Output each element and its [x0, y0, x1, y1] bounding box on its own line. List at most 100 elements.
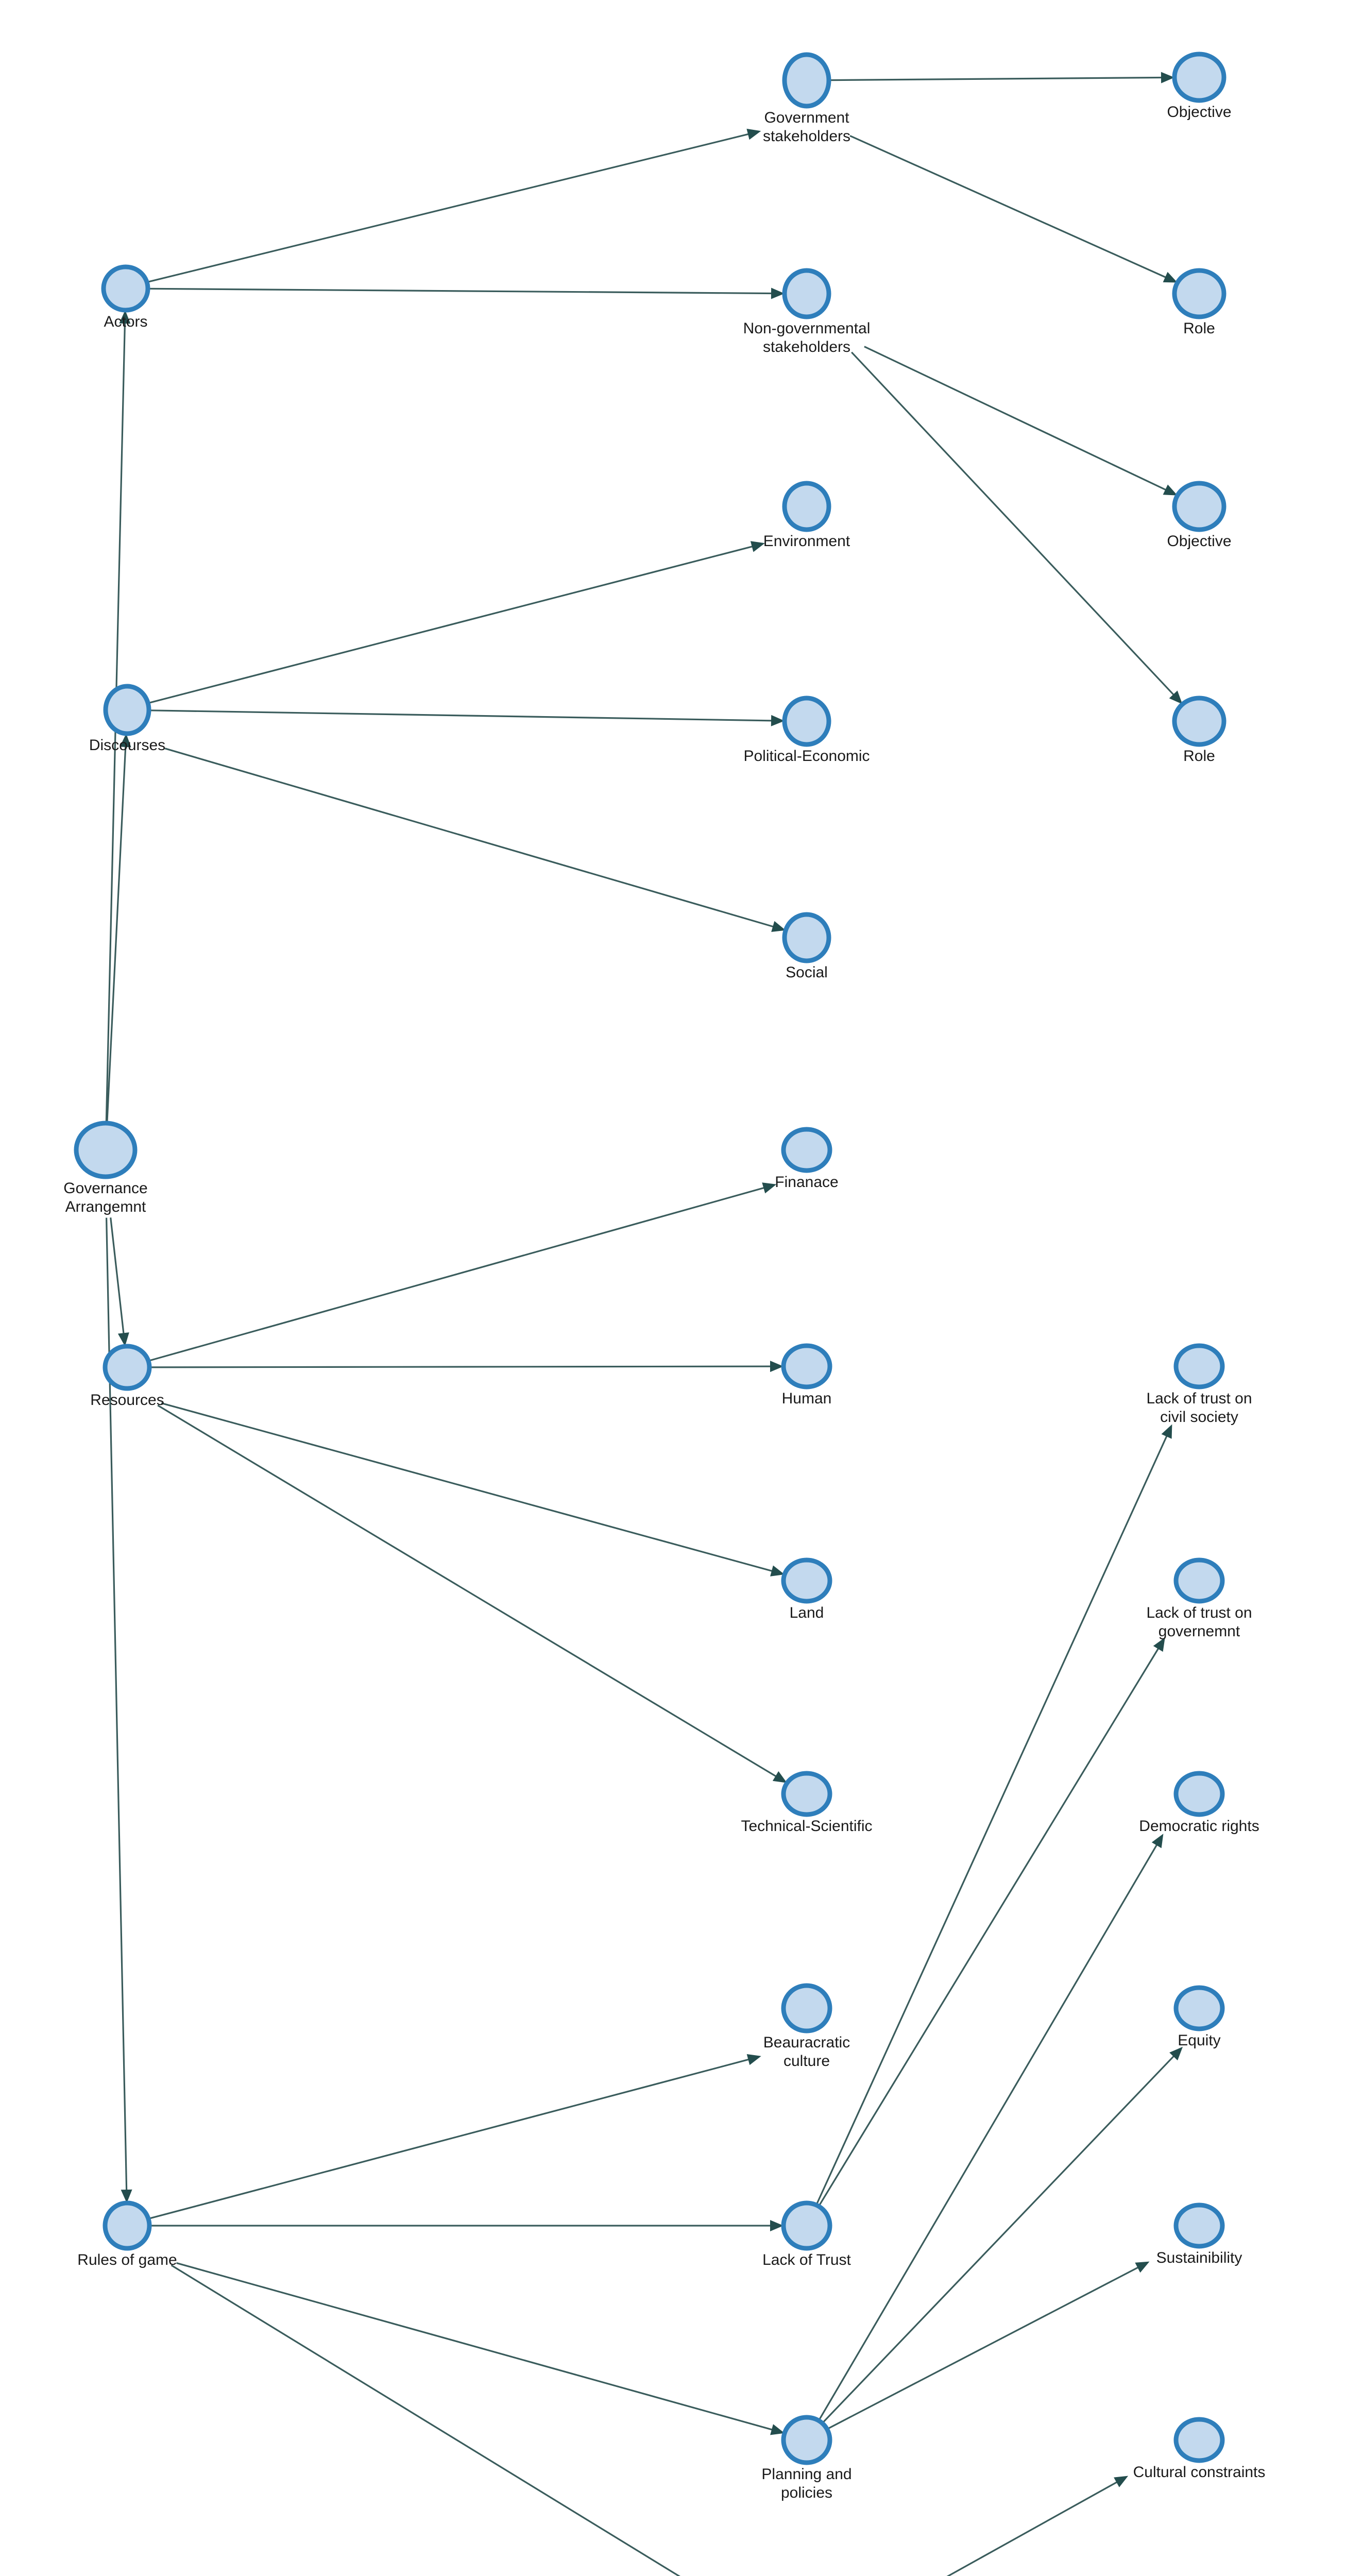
node-objective_1[interactable]: Objective: [1167, 52, 1232, 121]
node-environment[interactable]: Environment: [763, 481, 850, 550]
edge-line: [864, 346, 1168, 492]
edge-arrowhead: [750, 541, 765, 552]
node-ellipse-human[interactable]: [781, 1343, 832, 1389]
node-social[interactable]: Social: [782, 912, 831, 981]
edge-nongov_stake-to-role_2: [851, 351, 1183, 704]
edge-lack_trust-to-lack_trust_gov: [818, 1637, 1165, 2207]
edge-line: [851, 351, 1175, 697]
node-ellipse-governance[interactable]: [74, 1121, 138, 1179]
edge-line: [148, 1187, 766, 1362]
node-ellipse-social[interactable]: [782, 912, 831, 963]
edge-actors-to-gov_stake: [146, 128, 761, 283]
edge-line: [110, 1217, 125, 1335]
node-equity[interactable]: Equity: [1173, 1985, 1225, 2049]
node-human[interactable]: Human: [781, 1343, 832, 1407]
node-finanace[interactable]: Finanace: [775, 1127, 839, 1191]
node-ellipse-political_econ[interactable]: [782, 696, 831, 747]
node-cultural[interactable]: Cultural constraints: [1133, 2417, 1266, 2481]
node-ellipse-rules[interactable]: [103, 2200, 152, 2251]
edge-arrowhead: [762, 1182, 777, 1194]
edge-line: [147, 545, 755, 704]
node-ellipse-cultural[interactable]: [1173, 2417, 1225, 2463]
node-ellipse-resources[interactable]: [103, 1344, 152, 1391]
edge-arrowhead: [119, 310, 131, 324]
edge-socio_econ-to-cultural: [946, 2476, 1129, 2576]
node-label-equity: Equity: [1178, 2032, 1220, 2049]
node-lack_trust[interactable]: Lack of Trust: [762, 2200, 851, 2268]
node-ellipse-role_2[interactable]: [1172, 696, 1226, 747]
edge-line: [828, 76, 1164, 81]
edge-resources-to-tech_sci: [157, 1404, 787, 1783]
node-democratic_rights[interactable]: Democratic rights: [1139, 1771, 1259, 1835]
node-label-resources: Resources: [90, 1392, 164, 1409]
node-label-actors: Actors: [104, 313, 147, 330]
node-ellipse-equity[interactable]: [1173, 1985, 1225, 2031]
node-ellipse-beauracratic[interactable]: [781, 1983, 832, 2033]
node-ellipse-democratic_rights[interactable]: [1173, 1771, 1225, 1817]
node-rules[interactable]: Rules of game: [77, 2200, 177, 2268]
node-sustainibility[interactable]: Sustainibility: [1156, 2202, 1242, 2266]
edge-line: [147, 287, 774, 295]
node-land[interactable]: Land: [781, 1557, 832, 1621]
node-ellipse-lack_trust_civil[interactable]: [1173, 1343, 1225, 1389]
node-ellipse-finanace[interactable]: [781, 1127, 832, 1173]
edge-arrowhead: [1169, 690, 1183, 704]
node-ellipse-sustainibility[interactable]: [1173, 2202, 1225, 2249]
node-label-discourses: Discourses: [89, 737, 165, 754]
node-tech_sci[interactable]: Technical-Scientific: [741, 1771, 873, 1835]
edge-line: [171, 2264, 681, 2576]
edge-line: [161, 1402, 774, 1572]
node-ellipse-objective_2[interactable]: [1172, 481, 1226, 532]
edge-arrowhead: [770, 1565, 785, 1577]
node-ellipse-gov_stake[interactable]: [782, 52, 831, 109]
node-ellipse-role_1[interactable]: [1172, 268, 1226, 319]
node-label-finanace: Finanace: [775, 1174, 838, 1191]
edge-planning-to-equity: [822, 2046, 1183, 2424]
node-ellipse-environment[interactable]: [782, 481, 831, 532]
edge-arrowhead: [1169, 2046, 1183, 2061]
node-ellipse-tech_sci[interactable]: [781, 1771, 832, 1817]
edge-resources-to-finanace: [148, 1182, 777, 1362]
node-ellipse-planning[interactable]: [781, 2415, 832, 2465]
edge-discourses-to-environment: [147, 541, 765, 704]
edge-line: [849, 135, 1168, 279]
node-ellipse-lack_trust[interactable]: [781, 2200, 832, 2251]
node-role_1[interactable]: Role: [1172, 268, 1226, 337]
node-role_2[interactable]: Role: [1172, 696, 1226, 765]
node-actors[interactable]: Actors: [101, 264, 150, 330]
node-label-cultural: Cultural constraints: [1133, 2464, 1266, 2481]
node-ellipse-objective_1[interactable]: [1172, 52, 1226, 103]
node-ellipse-nongov_stake[interactable]: [782, 268, 831, 319]
node-discourses[interactable]: Discourses: [89, 684, 165, 754]
node-objective_2[interactable]: Objective: [1167, 481, 1232, 550]
edge-arrowhead: [1151, 1834, 1164, 1849]
edge-line: [149, 1365, 773, 1368]
node-resources[interactable]: Resources: [90, 1344, 164, 1409]
edge-line: [148, 2058, 751, 2220]
node-ellipse-land[interactable]: [781, 1557, 832, 1604]
edge-lack_trust-to-lack_trust_civil: [815, 1424, 1172, 2206]
node-label-land: Land: [790, 1604, 824, 1621]
node-label-objective_1: Objective: [1167, 104, 1231, 121]
edge-arrowhead: [746, 128, 761, 140]
node-ellipse-discourses[interactable]: [103, 684, 151, 736]
node-label-sustainibility: Sustainibility: [1156, 2249, 1242, 2266]
node-ellipse-lack_trust_gov[interactable]: [1173, 1557, 1225, 1604]
edge-arrowhead: [770, 1361, 783, 1372]
node-political_econ[interactable]: Political-Economic: [743, 696, 870, 765]
node-ellipse-actors[interactable]: [101, 264, 150, 313]
edge-line: [946, 2480, 1119, 2576]
